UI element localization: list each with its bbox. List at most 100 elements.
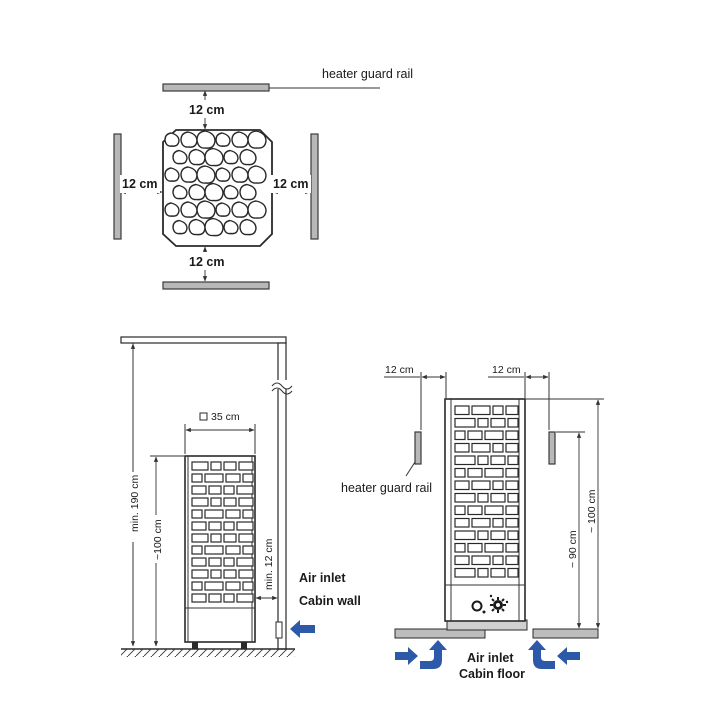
grille-slot [191,593,207,603]
grille-slot [208,557,222,567]
label-air-inlet-floor: Air inlet [467,651,514,665]
wall-break-mark [271,380,293,395]
grille-slot [454,455,476,466]
stone [164,202,180,217]
grille-slot [490,492,506,503]
dim-label-front-90: ~ 90 cm [567,530,579,568]
guard-rail-top [162,83,270,92]
grille-slot [236,557,254,567]
stone [172,219,188,235]
stone [180,201,198,218]
grille-slot [477,417,489,428]
grille-slot [191,485,207,495]
stone [215,132,231,147]
grille-slot [484,505,504,516]
grille-slot [208,485,222,495]
stone [188,218,206,236]
grille-slot [454,480,470,491]
grille-slot [242,473,254,483]
top-view: heater guard rail 12 cm 12 cm 12 cm 12 c… [113,67,413,290]
grille-slot [507,492,519,503]
stone [204,182,224,202]
stone-pattern [164,130,267,237]
grille-slot [507,417,519,428]
stone [231,131,249,148]
stone [164,132,180,147]
stone [196,200,216,219]
stone [247,200,267,219]
grille-slot [471,442,491,453]
stone [247,165,267,184]
grille-slot [225,473,241,483]
grille-slot [223,533,237,543]
grille-slot [210,533,222,543]
grille-slot [191,533,209,543]
grille-slot [490,417,506,428]
rail-label-top: heater guard rail [322,67,413,81]
stone [223,219,239,235]
dim-label-front-left: 12 cm [385,364,414,376]
square-symbol [199,412,208,421]
grille-slot [477,492,489,503]
stone [223,184,239,200]
grille-slot [484,430,504,441]
grille-slot [191,497,209,507]
grille-slot [225,581,241,591]
grille-slot [191,509,203,519]
grille-slot [223,461,237,471]
stone [247,130,267,149]
grille-slot [210,497,222,507]
grille-slot [191,461,209,471]
grille-slot [242,545,254,555]
dim-label-wall-gap: min. 12 cm [263,538,275,590]
grille-slot [454,505,466,516]
stone [239,218,257,236]
air-inlet-arrow-wall [290,620,315,638]
dim-label-front-100: ~ 100 cm [586,489,598,533]
heater-side-grille [191,461,254,603]
heater-foot-left [192,642,198,649]
grille-slot [210,569,222,579]
guard-rail-front-left [414,431,422,465]
control-knobs [471,594,509,614]
grille-slot [490,567,506,578]
grille-slot [467,505,483,516]
rail-label-front: heater guard rail [341,481,432,495]
stone [215,167,231,182]
grille-slot [223,593,235,603]
label-air-inlet-wall: Air inlet [299,571,346,585]
grille-slot [238,533,254,543]
grille-slot [477,455,489,466]
grille-slot [471,480,491,491]
grille-slot [490,455,506,466]
grille-slot [492,555,504,566]
stone [239,183,257,201]
grille-slot [236,485,254,495]
air-inlet-arrow-far-left [395,647,418,665]
grille-slot [454,405,470,416]
grille-slot [505,405,519,416]
stone [180,131,198,148]
grille-slot [505,505,519,516]
floor-slab-left [394,628,486,639]
grille-slot [471,555,491,566]
grille-slot [454,567,476,578]
grille-slot [236,521,254,531]
grille-slot [477,567,489,578]
grille-slot [223,485,235,495]
dim-label-heater-height: ~100 cm [152,519,164,560]
grille-slot [505,555,519,566]
grille-slot [454,492,476,503]
rail-leader-front [405,461,416,477]
stone [196,165,216,184]
dim-label-front-right: 12 cm [492,364,521,376]
grille-slot [454,442,470,453]
grille-slot [225,545,241,555]
grille-slot [490,530,506,541]
grille-slot [471,405,491,416]
dim-label-min-height: min. 190 cm [129,475,141,532]
air-inlet-arrow-far-right [557,647,580,665]
guard-rail-left [113,133,122,240]
dim-label-width: 35 cm [211,411,240,423]
air-inlet-arrow-up-left [420,640,447,669]
